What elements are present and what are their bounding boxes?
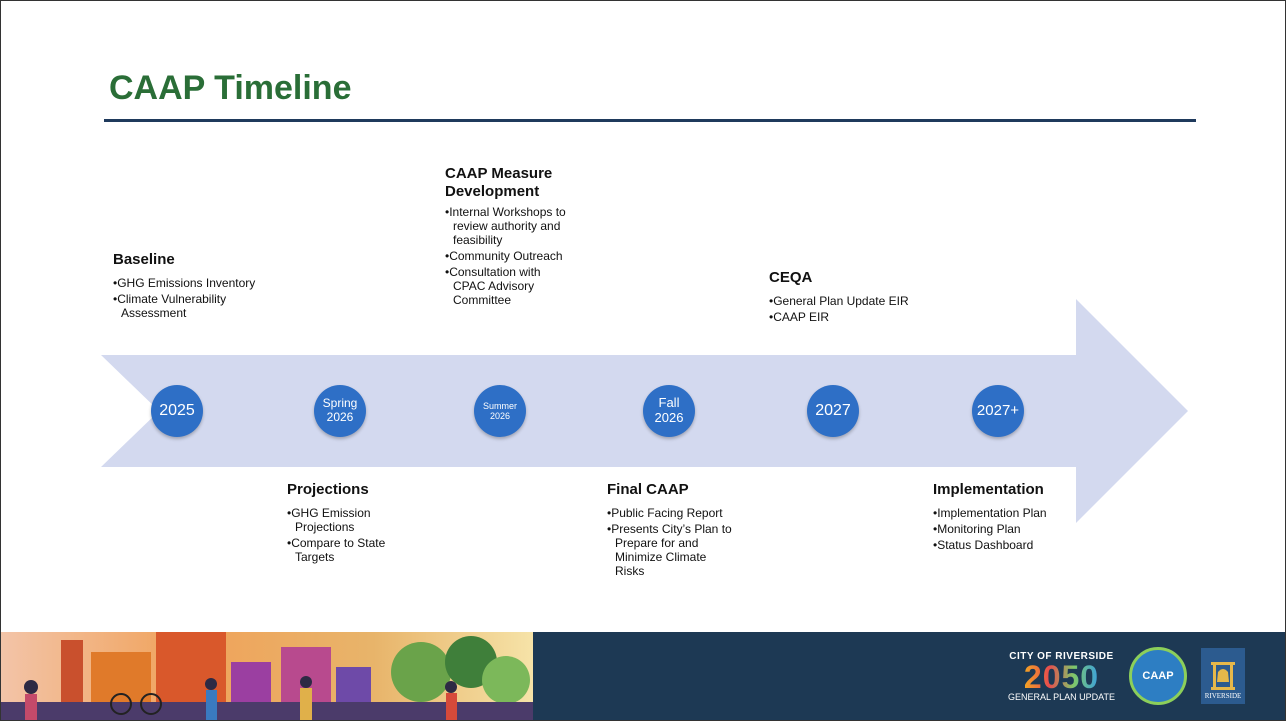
milestone-line1: Spring [322, 396, 358, 411]
milestone-line1: 2027+ [976, 402, 1020, 420]
phase-final-caap: Final CAAP Public Facing Report Presents… [607, 481, 737, 580]
logo-sub-text: GENERAL PLAN UPDATE [1007, 691, 1115, 702]
phase-baseline: Baseline GHG Emissions Inventory Climate… [113, 251, 263, 322]
city-seal-text: RIVERSIDE [1204, 692, 1242, 700]
milestone-line2: 2026 [326, 410, 354, 424]
phase-heading: CAAP Measure Development [445, 165, 553, 200]
phase-heading: Final CAAP [607, 481, 689, 498]
milestone-node: 2025 [151, 385, 203, 437]
phase-projections: Projections GHG Emission Projections Com… [287, 481, 417, 566]
phase-item: Consultation with CPAC Advisory Committe… [445, 265, 575, 307]
phase-item: Compare to State Targets [287, 536, 417, 564]
title-underline [104, 119, 1196, 122]
slide-title: CAAP Timeline [109, 69, 352, 107]
milestone-node: 2027 [807, 385, 859, 437]
phase-heading: Projections [287, 481, 369, 498]
caap-logo: CAAP [1129, 647, 1187, 705]
city-seal-logo: RIVERSIDE [1201, 648, 1245, 704]
caap-logo-text: CAAP [1142, 670, 1174, 682]
milestone-line1: Fall [658, 395, 680, 411]
phase-item: General Plan Update EIR [769, 294, 909, 308]
phase-item: Implementation Plan [933, 506, 1073, 520]
phase-item: Internal Workshops to review authority a… [445, 205, 575, 247]
phase-heading: Baseline [113, 251, 175, 268]
milestone-line1: Summer [482, 400, 517, 411]
phase-ceqa: CEQA General Plan Update EIR CAAP EIR [769, 269, 909, 326]
logo-top-text: CITY OF RIVERSIDE [1009, 650, 1114, 662]
city-illustration-banner [1, 632, 533, 720]
bell-icon [1211, 662, 1235, 690]
phase-measure-development: CAAP Measure Development Internal Worksh… [445, 165, 575, 309]
logo-year-text: 2050 [1023, 658, 1100, 695]
general-plan-2050-logo: CITY OF RIVERSIDE 2050 GENERAL PLAN UPDA… [1008, 651, 1115, 702]
phase-item: Presents City’s Plan to Prepare for and … [607, 522, 737, 578]
milestone-line1: 2027 [815, 401, 851, 419]
phase-item: GHG Emission Projections [287, 506, 417, 534]
footer-bar: CITY OF RIVERSIDE 2050 GENERAL PLAN UPDA… [1, 632, 1285, 720]
milestone-node: 2027+ [972, 385, 1024, 437]
phase-heading: CEQA [769, 269, 813, 286]
phase-heading: Implementation [933, 481, 1044, 498]
phase-item: Public Facing Report [607, 506, 737, 520]
milestone-line1: 2025 [159, 401, 195, 419]
phase-item: Monitoring Plan [933, 522, 1073, 536]
phase-item: Status Dashboard [933, 538, 1073, 552]
phase-item: GHG Emissions Inventory [113, 276, 263, 290]
phase-implementation: Implementation Implementation Plan Monit… [933, 481, 1073, 554]
phase-item: Climate Vulnerability Assessment [113, 292, 263, 320]
phase-item: Community Outreach [445, 249, 575, 263]
milestone-line2: 2026 [489, 411, 510, 421]
partner-logos: CITY OF RIVERSIDE 2050 GENERAL PLAN UPDA… [1008, 642, 1245, 710]
milestone-line2: 2026 [654, 410, 684, 425]
phase-item: CAAP EIR [769, 310, 909, 324]
